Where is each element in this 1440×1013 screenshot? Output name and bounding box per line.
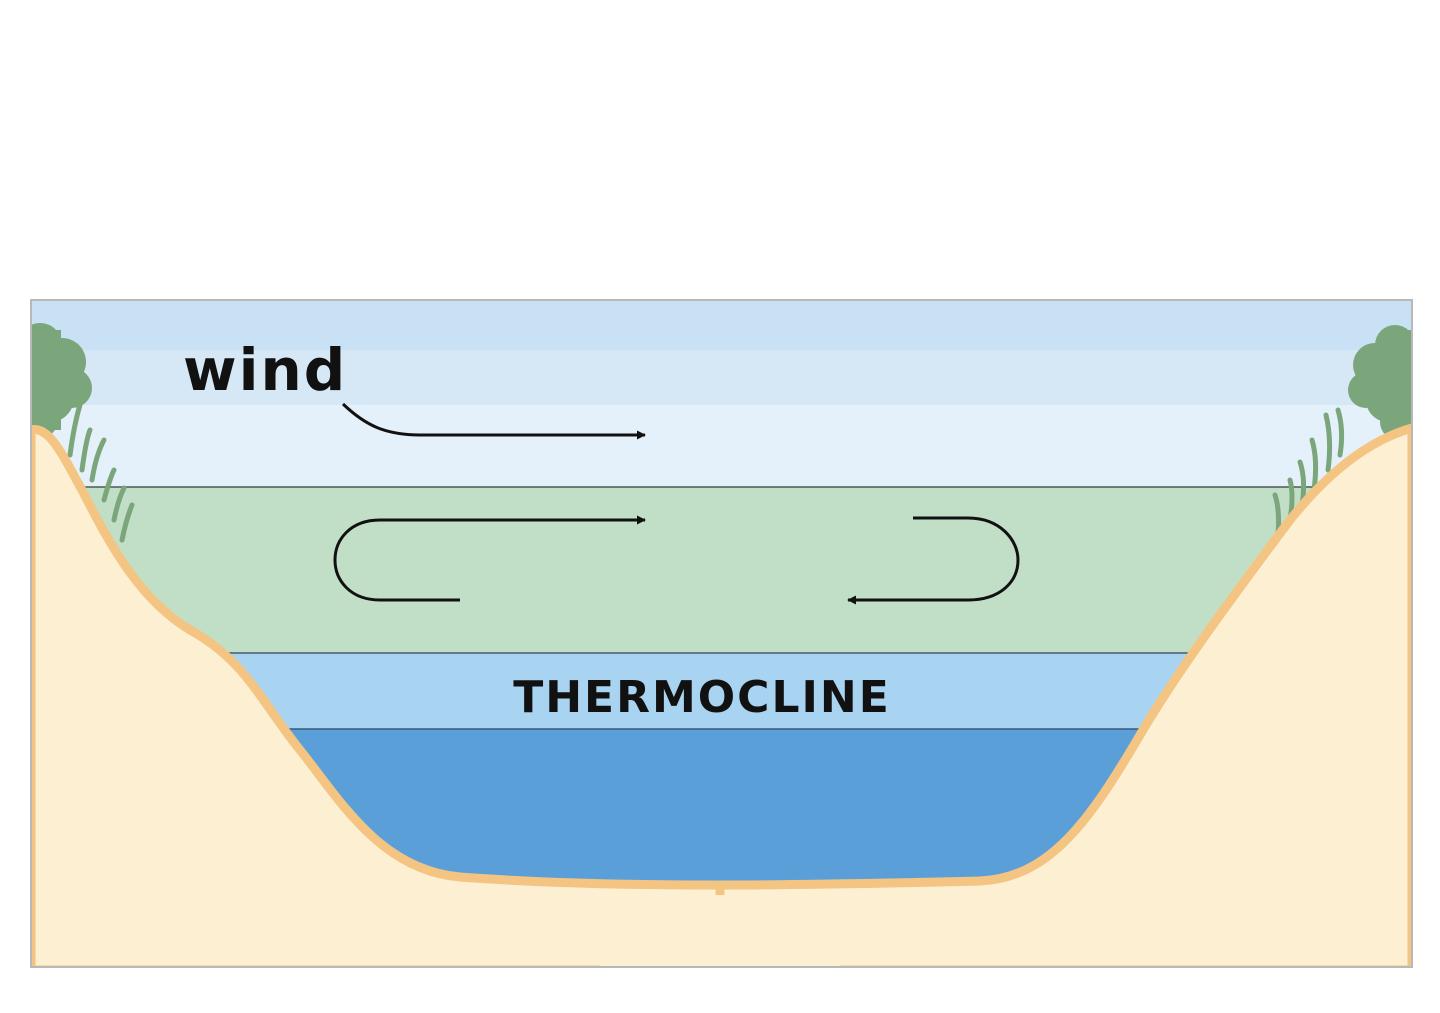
circulation-arrow-icon [847, 516, 1020, 605]
circulation-arrow-icon [333, 515, 646, 602]
ground-fill [600, 895, 840, 967]
right-shore [715, 423, 1412, 967]
tree-right-icon [1348, 325, 1412, 440]
tree-left-icon [31, 323, 92, 438]
diagram-frame [30, 299, 1413, 968]
sky-band-middle [31, 350, 1412, 405]
sky-band-low [31, 405, 1412, 490]
grass-icon [67, 402, 135, 543]
wind-label: wind [183, 336, 347, 404]
diagram-body: wind THERMOCLINE [31, 300, 1412, 967]
left-shore [31, 425, 725, 967]
thermocline-label: THERMOCLINE [513, 672, 891, 723]
wind-arrow-icon [341, 402, 646, 440]
epilimnion-layer [31, 487, 1412, 653]
sky-band-top [31, 300, 1412, 350]
